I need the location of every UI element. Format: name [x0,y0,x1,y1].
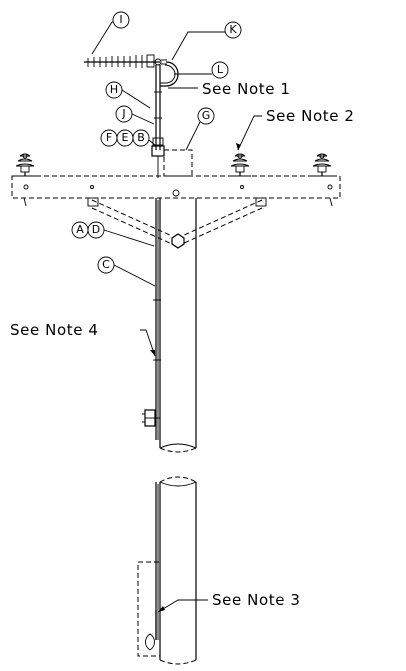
callout-G: G [185,107,215,151]
svg-text:A: A [76,223,84,236]
insulator-right [311,153,333,177]
svg-text:G: G [202,109,211,122]
svg-text:L: L [217,63,224,76]
pole-upper [159,198,197,453]
callout-A: A [71,221,89,239]
note4-callout: See Note 4 [10,321,156,357]
note1-label: See Note 1 [202,80,291,98]
antenna-mast [151,65,165,178]
note2-callout: See Note 2 [236,107,355,151]
conduit-upper [153,198,161,440]
crossarm-brace [87,197,267,249]
callout-E: E [116,129,134,147]
svg-text:F: F [106,131,112,144]
callout-L: L [174,61,229,79]
note4-label: See Note 4 [10,321,99,339]
insulator-center [229,153,251,177]
callout-I: I [91,11,130,55]
svg-text:B: B [137,131,145,144]
pole-clamp [142,409,160,427]
callout-K: K [171,21,242,61]
svg-text:H: H [110,83,118,96]
svg-text:J: J [121,107,125,120]
note3-label: See Note 3 [212,591,301,609]
equipment-box [163,149,193,177]
callout-J: J [115,105,155,125]
svg-text:D: D [92,223,100,236]
ground-box [137,561,161,657]
callout-F: F [100,129,118,147]
insulator-left [14,153,36,177]
yagi-antenna [84,54,167,68]
callout-D: D [87,221,155,247]
conduit-lower [155,482,159,640]
pole-lower [159,476,197,665]
svg-text:I: I [119,13,122,26]
svg-text:K: K [229,23,237,36]
svg-text:E: E [122,131,129,144]
note2-label: See Note 2 [266,107,355,125]
callout-B: B [132,129,157,147]
note3-callout: See Note 3 [157,591,301,613]
callout-C: C [97,256,156,287]
crossarm [11,175,341,207]
svg-text:C: C [102,258,110,271]
callout-H: H [105,81,151,109]
